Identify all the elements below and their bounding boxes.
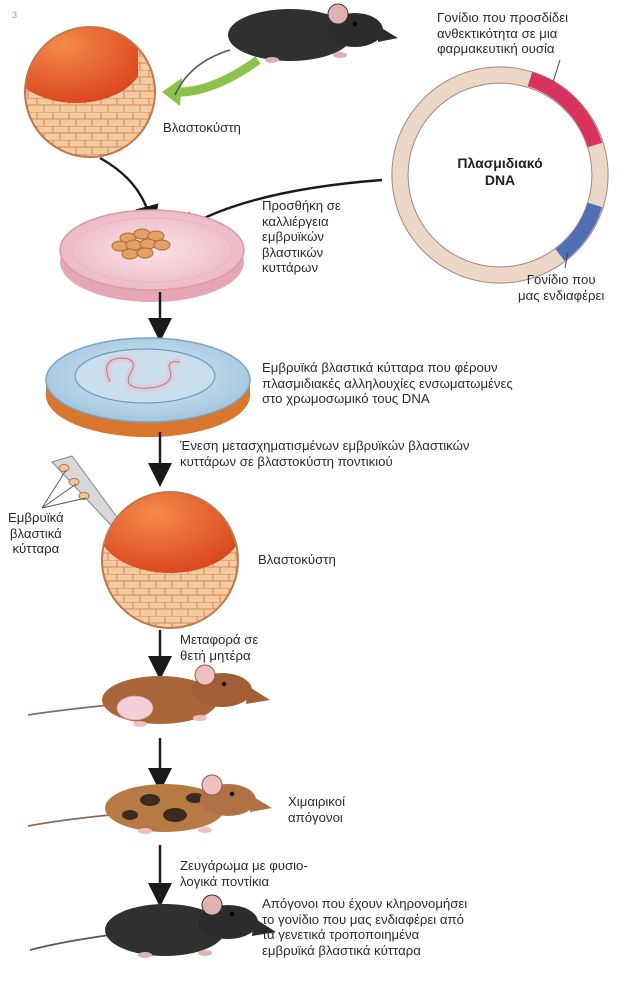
- chimeric-mouse: [28, 775, 272, 834]
- stem-cells-integrated-label: Εμβρυϊκά βλαστικά κύτταρα που φέρουν πλα…: [262, 360, 513, 407]
- gene-of-interest-segment: [560, 205, 595, 255]
- offspring-label: Απόγονοι που έχουν κληρονομήσει το γονίδ…: [262, 896, 467, 958]
- green-arrowhead: [162, 78, 182, 106]
- offspring-mouse: [30, 895, 276, 958]
- culture-addition-label: Προσθήκη σε καλλιέργεια εμβρυϊκών βλαστι…: [262, 198, 341, 276]
- resistance-gene-label: Γονίδιο που προσδίδει ανθεκτικότητα σε μ…: [437, 10, 568, 57]
- page-number: 3: [12, 10, 17, 20]
- embryonic-cells-label: Εμβρυϊκά βλαστικά κύτταρα: [8, 510, 64, 557]
- stem-cell-slab: [46, 338, 250, 437]
- arrow-blastocyst-to-dish: [100, 158, 150, 218]
- plasmid-label: Πλασμιδιακό DNA: [440, 155, 560, 189]
- mating-label: Ζευγάρωμα με φυσιο- λογικά ποντίκια: [180, 858, 308, 889]
- foster-mother-mouse: [28, 665, 270, 727]
- gene-of-interest-label: Γονίδιο που μας ενδιαφέρει: [518, 272, 604, 303]
- blastocyst-top: [8, 13, 168, 160]
- petri-dish: [60, 210, 244, 302]
- blastocyst-mid-label: Βλαστοκύστη: [258, 552, 336, 568]
- resistance-gene-segment: [530, 79, 595, 145]
- blastocyst-top-label: Βλαστοκύστη: [163, 120, 241, 136]
- transfer-label: Μεταφορά σε θετή μητέρα: [180, 632, 258, 663]
- chimeric-label: Χιμαιρικοί απόγονοι: [288, 794, 345, 825]
- blastocyst-mid: [98, 483, 242, 630]
- green-arrow: [170, 60, 258, 92]
- black-mouse-top: [175, 4, 398, 95]
- injection-label: Ένεση μετασχηματισμένων εμβρυϊκών βλαστι…: [180, 438, 470, 469]
